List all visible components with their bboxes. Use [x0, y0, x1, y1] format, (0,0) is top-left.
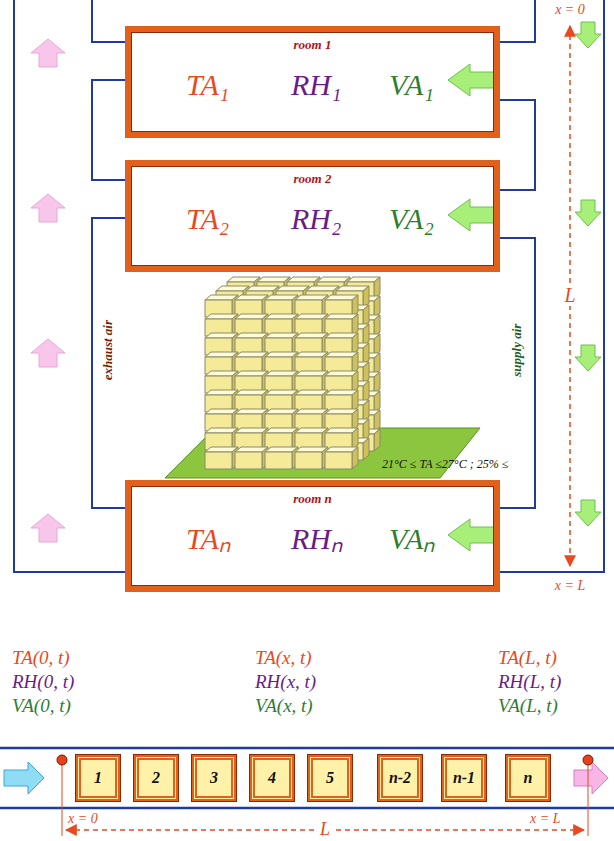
temperature-symbol: TA₁ — [186, 68, 229, 101]
temperature-symbol: TAₙ — [186, 522, 231, 555]
room-name: room 1 — [131, 38, 494, 52]
humidity-symbol: RHₙ — [291, 522, 343, 555]
cell-number: 3 — [210, 769, 218, 787]
room-box: room 2 TA₂ RH₂ VA₂ — [125, 160, 500, 272]
exhaust-arrow — [31, 194, 65, 222]
exhaust-arrow — [31, 514, 65, 542]
channel-wall — [0, 747, 614, 750]
room-supply-arrow — [448, 199, 497, 231]
boundary-state: RH(L, t) — [498, 672, 561, 693]
boundary-state: VA(0, t) — [12, 696, 71, 717]
room-supply-arrow — [448, 64, 497, 96]
dimension-label: L — [317, 820, 333, 840]
cell-box: 1 — [76, 755, 120, 801]
room-box: room 1 TA₁ RH₁ VA₁ — [125, 26, 500, 138]
duct-line — [92, 0, 125, 42]
cube-face — [295, 452, 322, 469]
field-state: VA(x, t) — [255, 696, 313, 717]
boundary-state: TA(0, t) — [12, 648, 70, 669]
cell-box: 2 — [134, 755, 178, 801]
cell-number: 5 — [326, 769, 334, 787]
supply-arrow — [575, 200, 601, 226]
flow-label: supply air — [511, 323, 525, 376]
cell-number: 1 — [94, 769, 102, 787]
boundary-state: TA(L, t) — [498, 648, 557, 669]
duct-line — [92, 80, 125, 180]
boundary-point — [583, 755, 593, 765]
cell-box: 3 — [192, 755, 236, 801]
room-name: room n — [131, 492, 494, 506]
humidity-symbol: RH₁ — [291, 68, 341, 101]
dimension-label: x = 0 — [555, 2, 585, 17]
cell-box: n — [506, 755, 550, 801]
field-state: RH(x, t) — [255, 672, 316, 693]
dimension-label: x = 0 — [68, 811, 98, 826]
outflow-arrow — [574, 762, 608, 794]
cell-box: n-2 — [378, 755, 422, 801]
dimension-label: x = L — [555, 578, 585, 593]
humidity-symbol: RH₂ — [291, 202, 341, 235]
dimension-tick — [62, 760, 63, 836]
exhaust-arrow — [31, 39, 65, 67]
duct-line — [500, 100, 535, 190]
velocity-symbol: VAₙ — [389, 522, 435, 555]
dimension-label: L — [561, 284, 578, 306]
flow-label: exhaust air — [101, 320, 115, 380]
cell-number: 2 — [152, 769, 160, 787]
cell-number: n-1 — [453, 769, 475, 787]
cell-box: 4 — [250, 755, 294, 801]
cell-box: 5 — [308, 755, 352, 801]
velocity-symbol: VA₂ — [389, 202, 434, 235]
cell-number: 4 — [268, 769, 276, 787]
boundary-state: RH(0, t) — [12, 672, 74, 693]
cell-number: n-2 — [389, 769, 411, 787]
temperature-symbol: TA₂ — [186, 202, 229, 235]
boundary-point — [57, 755, 67, 765]
cube-side — [363, 438, 369, 460]
boundary-state: VA(L, t) — [498, 696, 558, 717]
room-supply-arrow — [448, 519, 497, 551]
channel-wall — [0, 807, 614, 810]
room-box: room n TAₙ RHₙ VAₙ — [125, 480, 500, 592]
velocity-symbol: VA₁ — [389, 68, 434, 101]
cube-face — [325, 452, 352, 469]
room-name: room 2 — [131, 172, 494, 186]
cube-face — [265, 452, 292, 469]
cell-box: n-1 — [442, 755, 486, 801]
supply-arrow — [575, 345, 601, 371]
dimension-label: x = L — [530, 811, 560, 826]
supply-arrow — [575, 22, 601, 48]
exhaust-arrow — [31, 339, 65, 367]
cube-side — [374, 429, 380, 451]
cube-side — [352, 447, 358, 469]
duct-line — [500, 0, 604, 572]
inflow-arrow — [4, 762, 44, 794]
dimension-tick — [588, 760, 589, 836]
cube-face — [235, 452, 262, 469]
supply-arrow — [575, 500, 601, 526]
field-state: TA(x, t) — [255, 648, 312, 669]
cell-number: n — [524, 769, 533, 787]
constraint-note: 21°C ≤ TA ≤27°C ; 25% ≤ — [382, 458, 508, 471]
duct-line — [14, 0, 125, 572]
duct-line — [500, 0, 535, 42]
cube-face — [205, 452, 232, 469]
duct-line — [92, 218, 125, 508]
